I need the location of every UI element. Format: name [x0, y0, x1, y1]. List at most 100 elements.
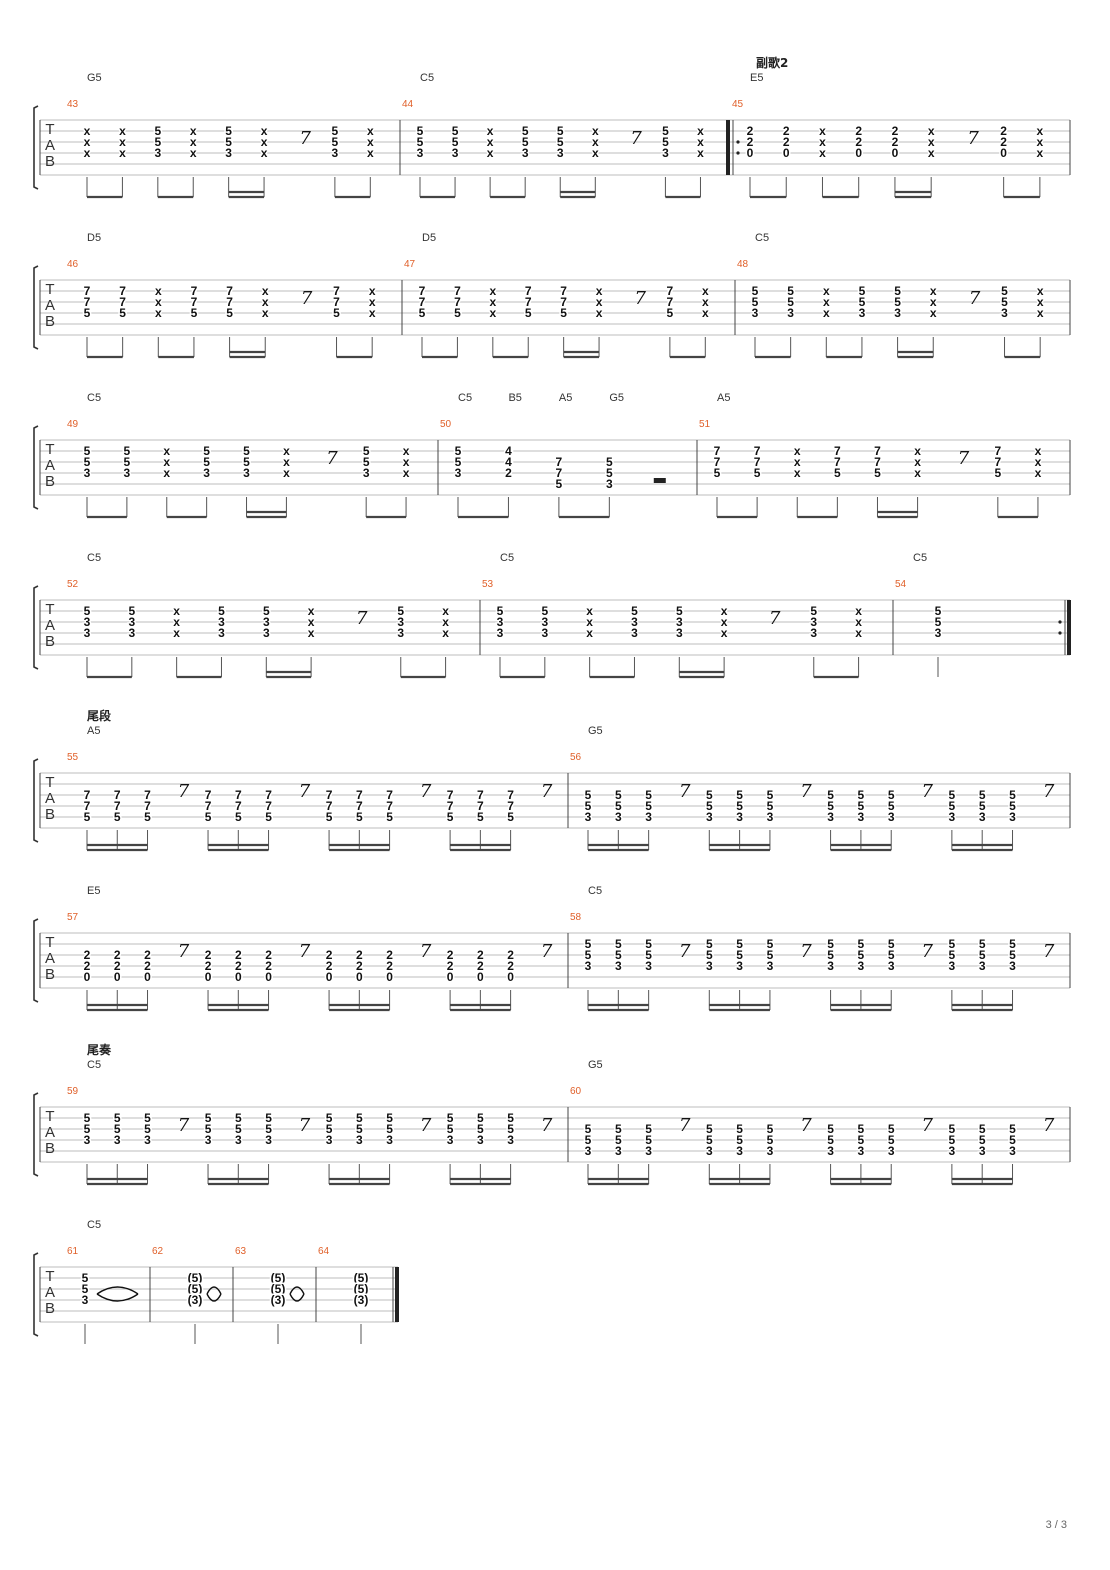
- fret-number: 3: [706, 959, 713, 973]
- fret-number: x: [84, 135, 91, 149]
- fret-number: 3: [84, 615, 91, 629]
- fret-number: x: [592, 124, 599, 138]
- fret-number: x: [1037, 146, 1044, 160]
- fret-number: 5: [888, 1122, 895, 1136]
- fret-number: 5: [243, 455, 250, 469]
- fret-number: 2: [265, 959, 272, 973]
- fret-number: 2: [747, 135, 754, 149]
- chord-name: E5: [750, 72, 763, 84]
- fret-number: 3: [645, 959, 652, 973]
- fret-number: x: [819, 146, 826, 160]
- fret-number: 5: [203, 455, 210, 469]
- fret-number: 5: [631, 604, 638, 618]
- fret-number: 5: [736, 788, 743, 802]
- fret-number: 5: [979, 937, 986, 951]
- fret-number: 5: [787, 284, 794, 298]
- fret-number: 5: [585, 799, 592, 813]
- fret-number: 3: [497, 615, 504, 629]
- fret-number: 5: [615, 937, 622, 951]
- fret-number: x: [914, 444, 921, 458]
- fret-number: 5: [736, 937, 743, 951]
- fret-number: 5: [386, 1111, 393, 1125]
- rest-symbol: 7: [541, 1115, 553, 1136]
- chord-name: C5: [87, 1059, 101, 1071]
- fret-number: 7: [994, 444, 1001, 458]
- fret-number: 3: [397, 615, 404, 629]
- measure-number: 52: [67, 579, 79, 590]
- fret-number: 7: [834, 444, 841, 458]
- fret-number: 5: [332, 135, 339, 149]
- fret-number: x: [403, 455, 410, 469]
- fret-number: 7: [994, 455, 1001, 469]
- fret-number: 7: [119, 284, 126, 298]
- fret-number: 5: [834, 466, 841, 480]
- fret-number: 5: [979, 948, 986, 962]
- fret-number: 0: [507, 970, 514, 984]
- fret-number: 3: [265, 1133, 272, 1147]
- fret-number: 7: [191, 295, 198, 309]
- measure-number: 47: [404, 259, 416, 270]
- fret-number: 3: [507, 1133, 514, 1147]
- fret-number: 7: [507, 799, 514, 813]
- fret-number: 5: [827, 799, 834, 813]
- fret-number: 5: [827, 1133, 834, 1147]
- fret-number: x: [1037, 284, 1044, 298]
- fret-number: 5: [205, 810, 212, 824]
- measure-number: 45: [732, 99, 744, 110]
- fret-number: 7: [205, 799, 212, 813]
- fret-number: 5: [84, 810, 91, 824]
- fret-number: 3: [84, 1133, 91, 1147]
- fret-number: 3: [1009, 1144, 1016, 1158]
- fret-number: 2: [235, 959, 242, 973]
- fret-number: 0: [747, 146, 754, 160]
- tab-clef-letter: B: [45, 806, 55, 823]
- chord-name: C5: [420, 72, 434, 84]
- fret-number: 3: [736, 1144, 743, 1158]
- fret-number: 5: [645, 1133, 652, 1147]
- fret-number: 5: [82, 1282, 89, 1296]
- fret-number: 5: [585, 948, 592, 962]
- fret-number: 3: [767, 810, 774, 824]
- fret-number: x: [367, 124, 374, 138]
- fret-number: 5: [226, 306, 233, 320]
- fret-number: 5: [144, 1111, 151, 1125]
- fret-number: 3: [263, 626, 270, 640]
- fret-number: x: [155, 306, 162, 320]
- fret-number: 2: [144, 959, 151, 973]
- fret-number: 7: [754, 444, 761, 458]
- fret-number: 0: [386, 970, 393, 984]
- fret-number: 3: [645, 810, 652, 824]
- fret-number: 5: [84, 455, 91, 469]
- fret-number: 5: [265, 1122, 272, 1136]
- fret-number: x: [190, 146, 197, 160]
- fret-number: 2: [1000, 124, 1007, 138]
- tab-clef-letter: T: [45, 1108, 54, 1125]
- fret-number: 2: [205, 959, 212, 973]
- fret-number: 5: [386, 1122, 393, 1136]
- fret-number: 5: [1009, 788, 1016, 802]
- fret-number: 7: [447, 788, 454, 802]
- fret-number: 3: [827, 1144, 834, 1158]
- measure-number: 44: [402, 99, 414, 110]
- fret-number: 2: [114, 959, 121, 973]
- fret-number: x: [823, 306, 830, 320]
- fret-number: 2: [747, 124, 754, 138]
- tab-clef-letter: A: [45, 457, 55, 474]
- chord-name: G5: [87, 72, 102, 84]
- fret-number: 7: [235, 799, 242, 813]
- fret-number: 2: [84, 959, 91, 973]
- fret-number: 5: [752, 284, 759, 298]
- fret-number: 5: [979, 788, 986, 802]
- fret-number: 5: [84, 1111, 91, 1125]
- fret-number: x: [487, 146, 494, 160]
- rest-symbol: 7: [299, 781, 311, 802]
- fret-number: 3: [858, 810, 865, 824]
- fret-number: x: [855, 615, 862, 629]
- fret-number: x: [308, 626, 315, 640]
- section-label: 副歌2: [756, 55, 788, 70]
- tab-clef-letter: B: [45, 153, 55, 170]
- fret-number: 5: [606, 466, 613, 480]
- fret-number: 7: [525, 295, 532, 309]
- fret-number: 3: [787, 306, 794, 320]
- fret-number: 5: [477, 1122, 484, 1136]
